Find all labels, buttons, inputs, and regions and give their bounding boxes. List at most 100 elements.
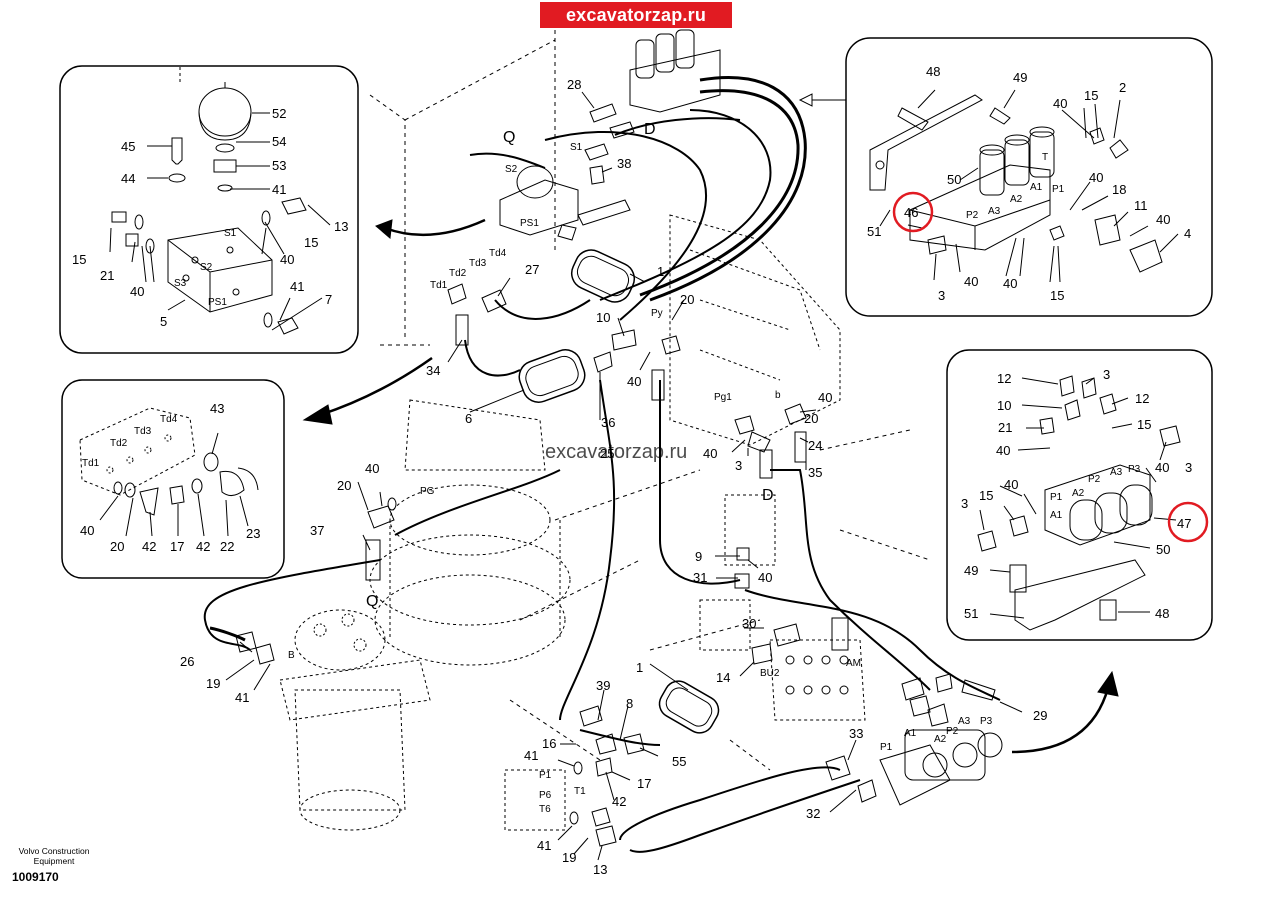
port-tag: P3 <box>1128 464 1141 475</box>
callout: 21 <box>100 268 114 283</box>
port-tag: T <box>1042 152 1048 163</box>
callout: 30 <box>742 616 756 631</box>
callout: 20 <box>337 478 351 493</box>
callout: 28 <box>567 77 581 92</box>
port-tag: Td4 <box>160 414 178 425</box>
callout: 50 <box>947 172 961 187</box>
callout: 41 <box>290 279 304 294</box>
port-tag: Td2 <box>110 438 128 449</box>
callout-highlighted: 46 <box>904 205 918 220</box>
callout: 55 <box>672 754 686 769</box>
manufacturer-line: Equipment <box>33 856 75 866</box>
callout: 40 <box>964 274 978 289</box>
port-tag: A1 <box>904 728 917 739</box>
callout: 40 <box>703 446 717 461</box>
callout: 40 <box>627 374 641 389</box>
callout: 40 <box>1156 212 1170 227</box>
port-tag: BU2 <box>760 668 780 679</box>
port-tag: A1 <box>1030 182 1043 193</box>
callout: 15 <box>1137 417 1151 432</box>
port-tag: Py <box>651 308 663 319</box>
port-tag: Td1 <box>430 280 448 291</box>
callout: 42 <box>612 794 626 809</box>
callout: 38 <box>617 156 631 171</box>
callout: 49 <box>1013 70 1027 85</box>
callout: 40 <box>996 443 1010 458</box>
callout: 41 <box>537 838 551 853</box>
port-tag: PG <box>420 486 435 497</box>
port-tag: Td1 <box>82 458 100 469</box>
port-tag: P2 <box>946 726 959 737</box>
callout: 4 <box>1184 226 1191 241</box>
callout: 2 <box>1119 80 1126 95</box>
callout: 20 <box>110 539 124 554</box>
callout: 51 <box>964 606 978 621</box>
port-tag: Td3 <box>469 258 487 269</box>
callout: 6 <box>465 411 472 426</box>
callout: 19 <box>562 850 576 865</box>
callout: 21 <box>998 420 1012 435</box>
manufacturer-label: Volvo Construction Equipment <box>6 846 102 866</box>
port-tag: A1 <box>1050 510 1063 521</box>
callout: 3 <box>961 496 968 511</box>
callout: 17 <box>170 539 184 554</box>
callout: 42 <box>196 539 210 554</box>
detail-inset-solenoid-valve-b <box>946 349 1213 641</box>
callout: 15 <box>1084 88 1098 103</box>
hose-runs <box>649 76 807 302</box>
port-tag: Q <box>366 593 378 610</box>
callout: 40 <box>80 523 94 538</box>
port-tag: b <box>775 390 781 401</box>
callout: 41 <box>272 182 286 197</box>
highlight-ring-47 <box>1167 501 1209 543</box>
port-tag: Pg1 <box>714 392 732 403</box>
callout: 40 <box>365 461 379 476</box>
callout: 52 <box>272 106 286 121</box>
port-tag: T1 <box>574 786 586 797</box>
callout: 45 <box>121 139 135 154</box>
callout: 26 <box>180 654 194 669</box>
brand-banner[interactable]: excavatorzap.ru <box>540 2 732 28</box>
callout: 15 <box>1050 288 1064 303</box>
port-tag: D <box>644 121 656 138</box>
port-tag: P1 <box>1052 184 1065 195</box>
callout: 40 <box>1155 460 1169 475</box>
callout: 3 <box>1185 460 1192 475</box>
callout: 17 <box>637 776 651 791</box>
callout: 29 <box>1033 708 1047 723</box>
manufacturer-line: Volvo Construction <box>18 846 90 856</box>
port-tag: P2 <box>966 210 979 221</box>
callout: 35 <box>808 465 822 480</box>
port-tag: A3 <box>988 206 1001 217</box>
callout: 53 <box>272 158 286 173</box>
callout: 3 <box>1103 367 1110 382</box>
callout-highlighted: 47 <box>1177 516 1191 531</box>
detail-inset-valve-block <box>59 65 359 354</box>
callout: 37 <box>310 523 324 538</box>
callout: 10 <box>596 310 610 325</box>
port-tag: S2 <box>505 164 518 175</box>
callout: 13 <box>334 219 348 234</box>
port-tag: PS1 <box>208 297 227 308</box>
pointer-arrow-inset-4 <box>1011 687 1110 754</box>
callout: 48 <box>1155 606 1169 621</box>
callout: 42 <box>142 539 156 554</box>
callout: 9 <box>695 549 702 564</box>
callout: 40 <box>1053 96 1067 111</box>
callout: 49 <box>964 563 978 578</box>
callout: 18 <box>1112 182 1126 197</box>
callout: 23 <box>246 526 260 541</box>
callout: 15 <box>979 488 993 503</box>
callout: 40 <box>818 390 832 405</box>
port-tag: S1 <box>224 228 237 239</box>
port-tag: Td4 <box>489 248 507 259</box>
port-tag: D <box>762 487 774 504</box>
callout: 41 <box>524 748 538 763</box>
port-tag: S2 <box>200 262 213 273</box>
callout: 20 <box>804 411 818 426</box>
callout: 14 <box>716 670 730 685</box>
port-tag: P1 <box>880 742 893 753</box>
callout: 51 <box>867 224 881 239</box>
callout: 40 <box>280 252 294 267</box>
